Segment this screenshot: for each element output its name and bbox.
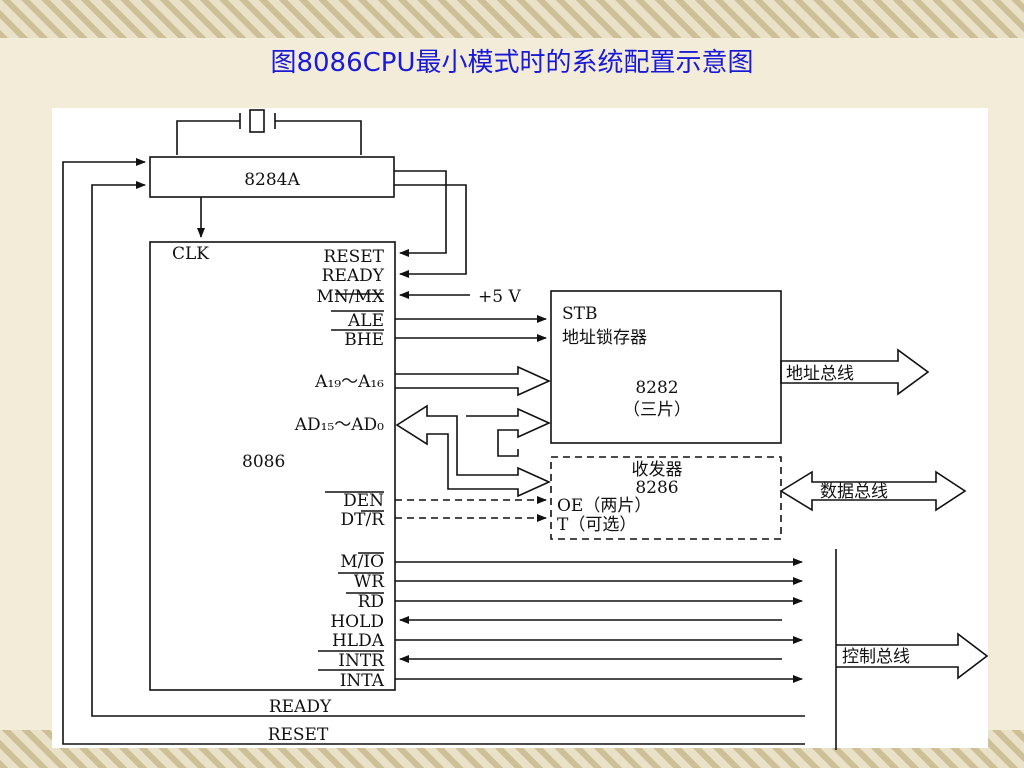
clock-generator-label: 8284A	[244, 170, 300, 190]
wr-pin-label: WR	[354, 572, 385, 592]
transceiver-block	[550, 456, 782, 540]
ready-pin-label: READY	[322, 266, 385, 286]
hold-pin-label: HOLD	[330, 612, 384, 632]
transceiver-oe-label: OE（两片）	[557, 496, 651, 516]
diagram-panel	[52, 108, 988, 748]
latch-name-label: 地址锁存器	[562, 328, 647, 348]
decorative-border-top	[0, 0, 1024, 38]
address-high-label: A₁₉～A₁₆	[314, 372, 384, 392]
bottom-reset-label: RESET	[268, 725, 329, 745]
vcc-label: +5 V	[478, 287, 521, 307]
clock-generator-8284a	[149, 156, 395, 198]
data-bus-label: 数据总线	[820, 482, 888, 502]
clk-label: CLK	[172, 244, 209, 264]
hlda-pin-label: HLDA	[332, 631, 385, 651]
slide-title: 图8086CPU最小模式时的系统配置示意图	[270, 48, 754, 78]
mnmx-pin-label: MN/MX	[316, 287, 384, 307]
transceiver-model-label: 8286	[635, 478, 678, 498]
address-data-label: AD₁₅～AD₀	[294, 415, 384, 435]
latch-count-label: （三片）	[623, 400, 691, 420]
control-bus-label: 控制总线	[842, 647, 910, 667]
crystal-oscillator	[176, 109, 362, 155]
intr-pin-label: INTR	[338, 651, 385, 671]
den-pin-label: DEN	[343, 491, 384, 511]
rd-pin-label: RD	[358, 592, 384, 612]
latch-stb-label: STB	[562, 304, 597, 324]
ale-pin-label: ALE	[347, 311, 384, 331]
inta-pin-label: INTA	[340, 671, 385, 691]
mio-pin-label: M/IO	[340, 552, 384, 572]
latch-model-label: 8282	[635, 378, 678, 398]
reset-pin-label: RESET	[323, 247, 384, 267]
bhe-pin-label: BHE	[344, 330, 384, 350]
cpu-8086-block	[149, 241, 396, 691]
cpu-model-label: 8086	[242, 452, 285, 472]
address-bus-label: 地址总线	[786, 364, 854, 384]
transceiver-name-label: 收发器	[632, 460, 683, 480]
dtr-pin-label: DT/R	[341, 510, 386, 530]
bottom-ready-label: READY	[269, 697, 332, 717]
transceiver-t-label: T（可选）	[557, 515, 636, 535]
